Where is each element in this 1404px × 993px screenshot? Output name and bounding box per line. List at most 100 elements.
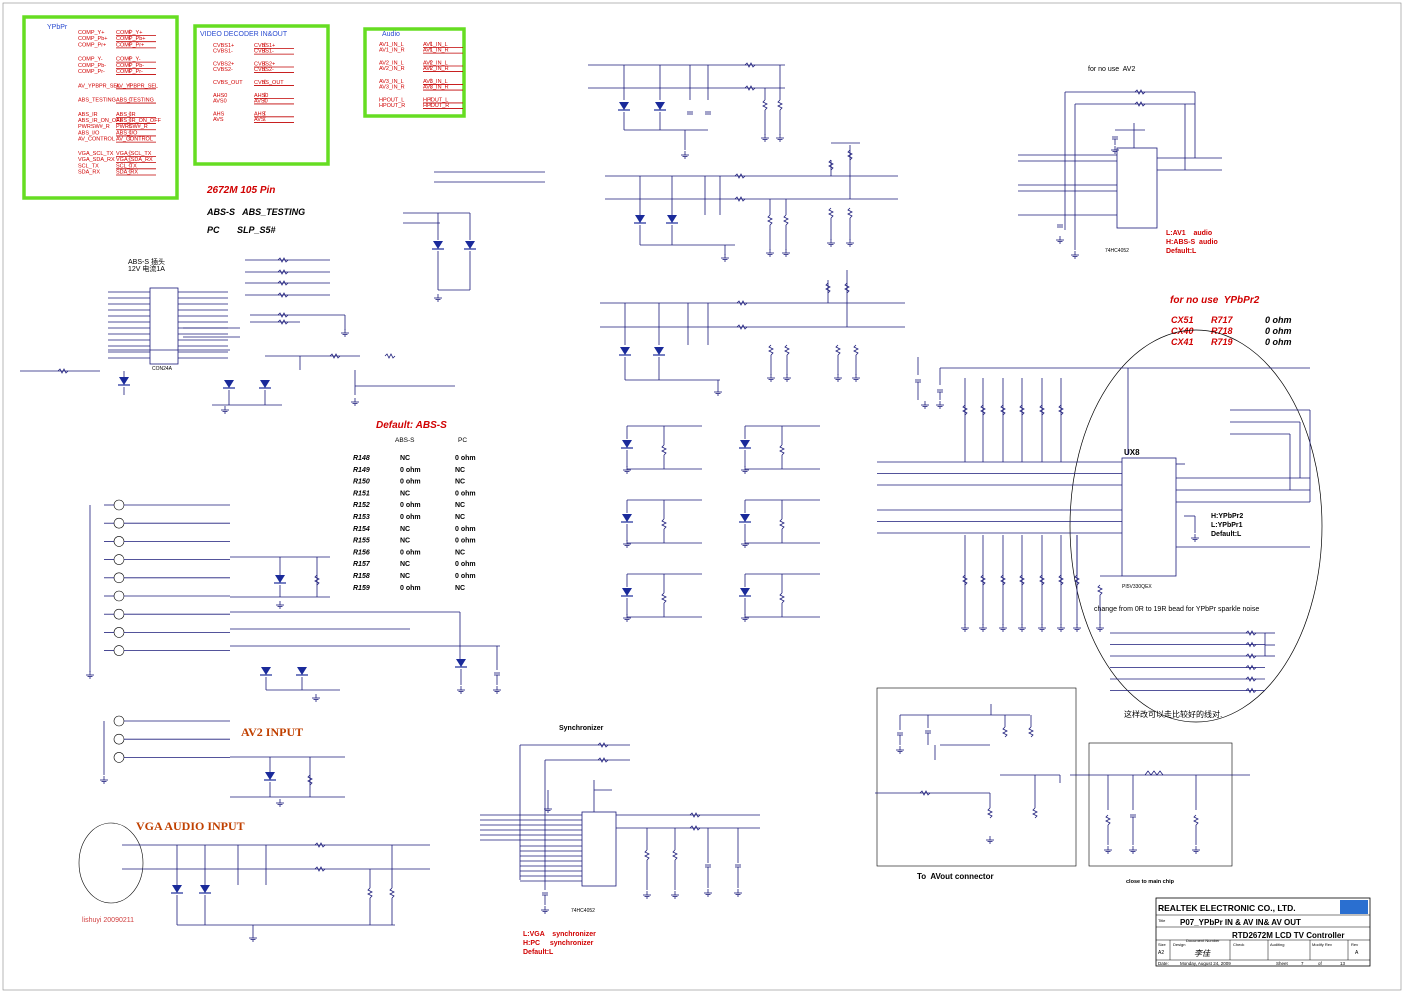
default-row-ref: R154	[353, 526, 370, 533]
audio-arrow: 《	[427, 66, 432, 72]
title-block-size-label: Size	[1158, 942, 1167, 947]
ypbpr-left-label: VGA_SDA_RX	[78, 157, 115, 163]
resistor-symbol	[828, 207, 834, 219]
default-row-pc: NC	[455, 479, 465, 486]
resistor-symbol	[389, 887, 395, 899]
ypbpr-left-label: AV_CONTROL	[78, 137, 115, 143]
title-block-doc-label: Document Number	[1186, 938, 1220, 943]
resistor-symbol	[744, 85, 756, 91]
ypbpr-left-label: COMP_Y+	[78, 30, 104, 36]
audio-left-label: AV2_IN_R	[379, 66, 405, 72]
resistor-symbol	[777, 99, 783, 111]
resistor-symbol	[767, 214, 773, 226]
video-left-label: CVBS_OUT	[213, 80, 243, 86]
title-block-design: 李佳	[1194, 949, 1211, 958]
ypbpr-arrow: 《	[126, 83, 131, 89]
ypbpr-arrow: 《	[126, 163, 131, 169]
title-block-company: REALTEK ELECTRONIC CO., LTD.	[1158, 903, 1296, 913]
video-right-label: CVBS2-	[254, 67, 274, 73]
ypbpr-arrow: 《	[126, 137, 131, 143]
resistor-symbol	[1000, 574, 1006, 586]
default-row-pc: 0 ohm	[455, 526, 476, 533]
tvs-diode-symbol	[654, 347, 664, 355]
resistor-symbol	[734, 173, 746, 179]
audio-right-label: AV3_IN_R	[423, 85, 449, 91]
resistor-symbol	[689, 812, 701, 818]
ypbpr-arrow: 《	[126, 57, 131, 63]
resistor-symbol	[597, 742, 609, 748]
title-block-sheet: 7	[1301, 961, 1304, 966]
tvs-diode-symbol	[622, 440, 632, 448]
video-arrow: 《	[261, 80, 266, 86]
default-row-pc: NC	[455, 514, 465, 521]
tvs-diode-symbol	[667, 215, 677, 223]
video-arrow: 《	[261, 61, 266, 67]
ypbpr-left-label: COMP_Pb-	[78, 63, 106, 69]
default-row-abs: 0 ohm	[400, 514, 421, 521]
resistor-symbol	[1193, 814, 1199, 826]
ypbpr2-row-res: R719	[1211, 337, 1233, 347]
pin-title: 2672M 105 Pin	[206, 185, 275, 196]
audio-right-label: AV2_IN_R	[423, 66, 449, 72]
default-row-abs: NC	[400, 573, 410, 580]
default-row-abs: NC	[400, 526, 410, 533]
resistor-symbol	[768, 344, 774, 356]
title-block-doc: RTD2672M LCD TV Controller	[1232, 931, 1344, 940]
ypbpr-right-label: SDA_RX	[116, 170, 138, 176]
audio-title: Audio	[382, 31, 400, 38]
ypbpr-left-label: SDA_RX	[78, 170, 100, 176]
video-arrow: 《	[261, 93, 266, 99]
resistor-symbol	[779, 444, 785, 456]
ux8-note-1: H:YPbPr2	[1211, 513, 1243, 520]
connector-j1-pins	[108, 291, 228, 359]
resistor-symbol	[779, 592, 785, 604]
resistor-symbol	[384, 353, 396, 359]
video-arrow: 《	[261, 111, 266, 117]
pc-line: PC SLP_S5#	[207, 225, 276, 235]
resistor-symbol	[844, 282, 850, 294]
title-block-design-label: Design	[1173, 942, 1185, 947]
video-left-label: CVBS2-	[213, 67, 233, 73]
ypbpr2-row-val: 0 ohm	[1265, 326, 1292, 336]
default-row-abs: 0 ohm	[400, 549, 421, 556]
video-left-label: CVBS2+	[213, 61, 234, 67]
abs-line: ABS-S ABS_TESTING	[206, 207, 305, 217]
synchronizer-title: Synchronizer	[559, 725, 604, 732]
u23-body	[1116, 147, 1158, 229]
resistor-symbol	[1074, 574, 1080, 586]
default-row-ref: R158	[353, 573, 370, 580]
ypbpr2-row-val: 0 ohm	[1265, 337, 1292, 347]
av1-note-2: H:ABS-S audio	[1166, 239, 1218, 246]
ypbpr-right-label: AV_CONTROL	[116, 137, 153, 143]
ypbpr2-row-cap: CX41	[1171, 337, 1194, 347]
ypbpr2-row-res: R717	[1211, 315, 1234, 325]
resistor-symbol	[762, 99, 768, 111]
resistor-symbol	[277, 269, 289, 275]
resistor-symbol	[661, 592, 667, 604]
default-row-abs: NC	[400, 490, 410, 497]
default-row-ref: R153	[353, 514, 370, 521]
ypbpr-arrow: 《	[126, 170, 131, 176]
tvs-diode-symbol	[224, 380, 234, 388]
default-row-ref: R150	[353, 479, 370, 486]
ypbpr-arrow: 《	[126, 30, 131, 36]
ypbpr-left-label: SCL_TX	[78, 163, 99, 169]
tvs-diode-symbol	[260, 380, 270, 388]
inductor-symbol	[1144, 770, 1164, 776]
audio-right-label: HPOUT_R	[423, 103, 449, 109]
resistor-symbol	[980, 404, 986, 416]
resistor-symbol	[1058, 404, 1064, 416]
default-row-pc: NC	[455, 585, 465, 592]
default-row-ref: R152	[353, 502, 370, 509]
title-block-total: 13	[1340, 961, 1346, 966]
for-no-use-av2: for no use AV2	[1088, 66, 1135, 73]
ypbpr-right-label: COMP_Y+	[116, 30, 142, 36]
ypbpr-left-label: COMP_Pr-	[78, 69, 105, 75]
resistor-symbol	[367, 887, 373, 899]
ypbpr-arrow: 《	[126, 157, 131, 163]
video-left-label: AHS0	[213, 93, 227, 99]
default-row-pc: NC	[455, 549, 465, 556]
video-right-label: AVS	[254, 117, 265, 123]
av1-note-3: Default:L	[1166, 248, 1197, 255]
